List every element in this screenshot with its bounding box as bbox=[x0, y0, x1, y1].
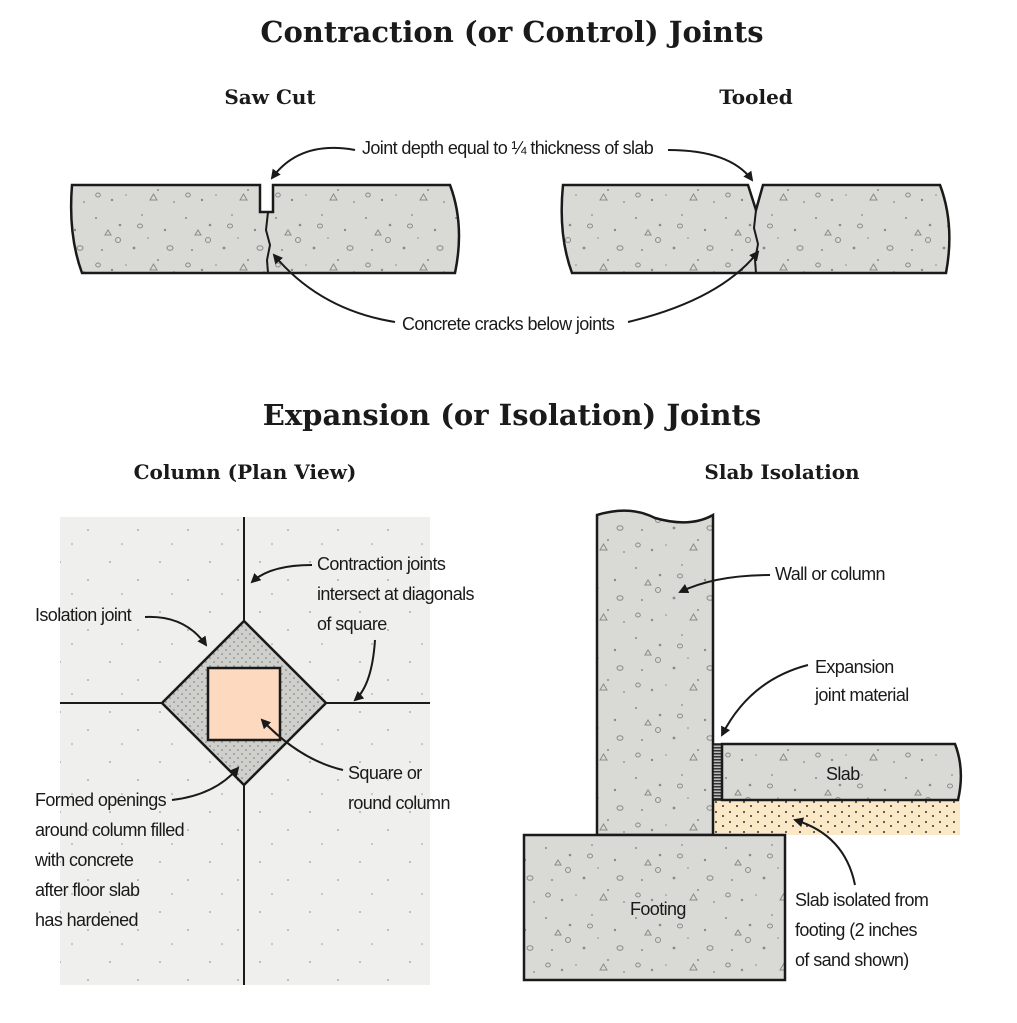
contraction-arrow-top bbox=[250, 564, 313, 584]
joint-depth-label: Joint depth equal to ¼ thickness of slab bbox=[362, 138, 654, 158]
column-arrow bbox=[260, 718, 344, 771]
formed-arrow bbox=[171, 766, 240, 801]
cracks-label: Concrete cracks below joints bbox=[402, 314, 615, 334]
contraction-label-2: intersect at diagonals bbox=[317, 584, 475, 604]
column-square bbox=[206, 666, 282, 742]
slab-isolation-heading: Slab Isolation bbox=[704, 460, 860, 484]
saw-cut-heading: Saw Cut bbox=[224, 85, 316, 109]
slab bbox=[720, 742, 963, 802]
formed-label-5: has hardened bbox=[35, 910, 138, 930]
slab-label: Slab bbox=[826, 764, 860, 784]
footing-label: Footing bbox=[630, 899, 686, 919]
sand-label-3: of sand shown) bbox=[795, 950, 909, 970]
expansion-title: Expansion (or Isolation) Joints bbox=[263, 398, 761, 432]
wall-label: Wall or column bbox=[775, 564, 885, 584]
wall bbox=[595, 509, 715, 837]
formed-label-3: with concrete bbox=[34, 850, 134, 870]
isolation-joint-label: Isolation joint bbox=[35, 605, 132, 625]
expansion-arrow bbox=[721, 664, 809, 737]
joint-depth-arrow-right bbox=[667, 149, 754, 182]
tooled-heading: Tooled bbox=[719, 85, 793, 109]
expansion-label-1: Expansion bbox=[815, 657, 894, 677]
contraction-label-1: Contraction joints bbox=[317, 554, 446, 574]
contraction-label-3: of square bbox=[317, 614, 387, 634]
formed-label-2: around column filled bbox=[35, 820, 184, 840]
tooled-slab bbox=[560, 183, 951, 275]
sand-arrow bbox=[793, 817, 856, 886]
column-label-1: Square or bbox=[348, 763, 422, 783]
expansion-joint-material bbox=[712, 743, 723, 801]
saw-cut-slab bbox=[69, 183, 461, 275]
sand-layer bbox=[713, 800, 960, 835]
tooled-crack bbox=[752, 209, 760, 274]
isolation-arrow bbox=[144, 615, 208, 647]
cracks-arrow-left bbox=[272, 253, 396, 323]
wall-arrow bbox=[678, 574, 771, 594]
expansion-label-2: joint material bbox=[814, 685, 909, 705]
formed-label-4: after floor slab bbox=[35, 880, 140, 900]
joint-depth-arrow-left bbox=[270, 146, 356, 180]
contraction-arrow-right bbox=[353, 639, 376, 702]
contraction-title: Contraction (or Control) Joints bbox=[260, 15, 763, 49]
saw-cut-crack bbox=[264, 211, 272, 274]
cracks-arrow-right bbox=[627, 250, 760, 323]
sand-label-1: Slab isolated from bbox=[795, 890, 928, 910]
column-plan-view bbox=[60, 517, 430, 985]
footing bbox=[522, 833, 787, 982]
column-label-2: round column bbox=[348, 793, 450, 813]
column-heading: Column (Plan View) bbox=[134, 460, 357, 484]
sand-label-2: footing (2 inches bbox=[795, 920, 917, 940]
formed-label-1: Formed openings bbox=[35, 790, 167, 810]
